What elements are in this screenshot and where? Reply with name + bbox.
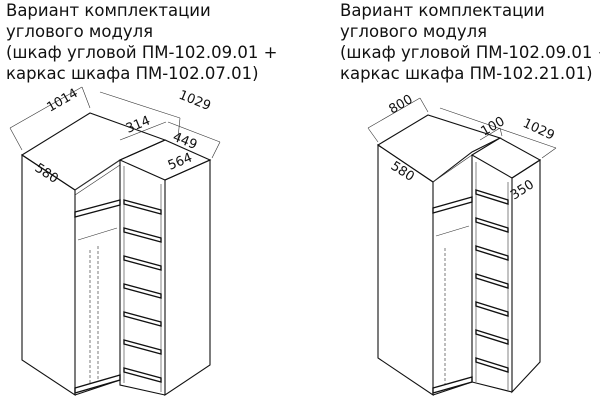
caption-left-line-3: (шкаф угловой ПМ-102.09.01 + xyxy=(6,43,278,62)
caption-left-line-4: каркас шкафа ПМ-102.07.01) xyxy=(6,64,259,83)
left-corner-bottom xyxy=(74,374,121,394)
caption-right-line-4: каркас шкафа ПМ-102.21.01) xyxy=(340,64,593,83)
left-dim-314: 314 xyxy=(124,114,153,137)
left-dim-564: 564 xyxy=(166,151,195,174)
caption-left-line-1: Вариант комплектации xyxy=(6,1,211,20)
right-shelf-6 xyxy=(475,329,509,345)
right-shelf-2 xyxy=(475,217,509,233)
right-hanging-rod xyxy=(435,225,470,237)
left-corner-wardrobe: 1014 1029 314 449 580 564 xyxy=(9,86,221,397)
caption-right-line-1: Вариант комплектации xyxy=(340,1,545,20)
right-corner-top-shelf xyxy=(432,196,473,214)
caption-left: Вариант комплектации углового модуля (шк… xyxy=(6,0,277,84)
right-shelf-5 xyxy=(475,301,509,317)
left-shelf-1 xyxy=(123,199,162,215)
caption-right-line-2: углового модуля xyxy=(340,22,488,41)
left-hanging-rod xyxy=(77,227,118,241)
right-dim-1029: 1029 xyxy=(520,116,556,144)
left-corner-top-shelf xyxy=(74,199,121,218)
right-corner-bottom xyxy=(432,376,473,394)
left-cabinet-side-panel xyxy=(21,153,76,397)
right-shelf-unit-top xyxy=(470,137,542,179)
left-shelf-7 xyxy=(123,367,162,383)
right-shelf-4 xyxy=(475,273,509,289)
right-shelf-1 xyxy=(475,189,509,205)
caption-right: Вариант комплектации углового модуля (шк… xyxy=(340,0,600,84)
left-shelf-6 xyxy=(123,339,162,355)
left-shelf-unit-side xyxy=(164,159,211,397)
right-corner-wardrobe: 800 1029 100 580 350 xyxy=(367,92,557,397)
right-shelf-7 xyxy=(475,357,509,373)
right-dim-580: 580 xyxy=(388,159,417,185)
right-shelf-3 xyxy=(475,245,509,261)
right-cabinet-top xyxy=(376,114,502,183)
left-dim-1014: 1014 xyxy=(45,86,81,116)
left-dim-449: 449 xyxy=(171,130,200,153)
right-dim-800: 800 xyxy=(387,92,416,117)
left-shelf-2 xyxy=(123,227,162,243)
left-shelf-4 xyxy=(123,283,162,299)
left-shelf-3 xyxy=(123,255,162,271)
left-shelf-5 xyxy=(123,311,162,327)
left-dim-1029: 1029 xyxy=(177,88,213,114)
caption-left-line-2: углового модуля xyxy=(6,22,154,41)
right-shelf-unit-side xyxy=(511,158,541,394)
caption-right-line-3: (шкаф угловой ПМ-102.09.01 + xyxy=(340,43,600,62)
